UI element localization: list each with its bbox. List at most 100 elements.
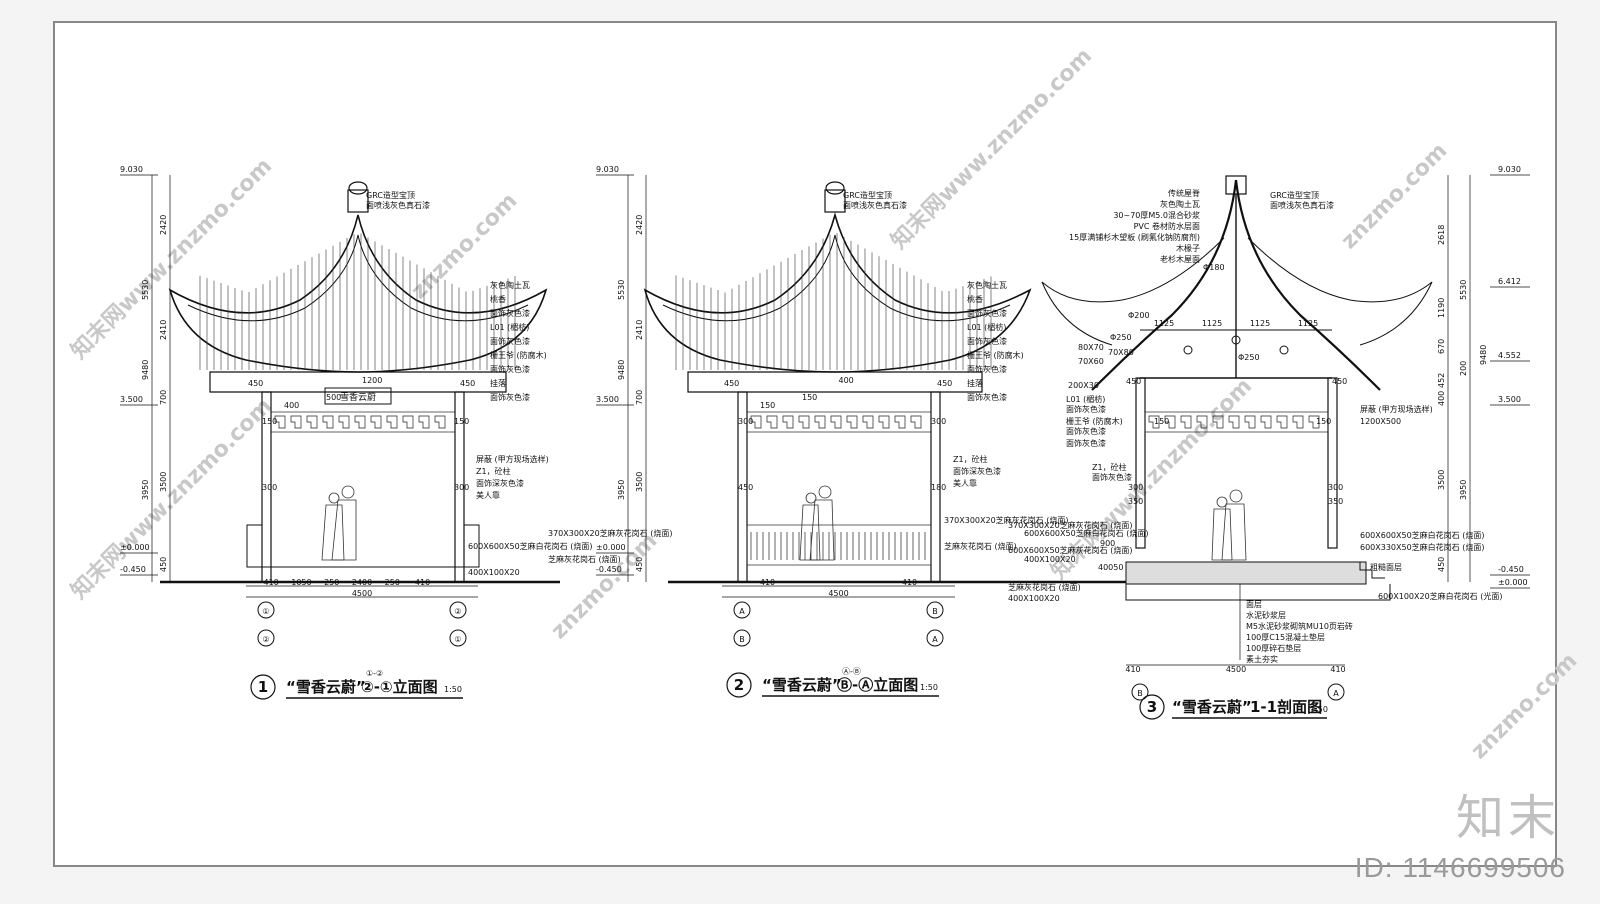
plaque (324, 387, 392, 405)
annotation-note: 面饰灰色漆 (967, 392, 1007, 402)
dimension-inner: 450 (724, 379, 739, 388)
annotation-note: 面喷浅灰色真石漆 (1270, 200, 1334, 210)
annotation-note: 600X600X50芝麻白花岗石 (烧面) (468, 541, 592, 551)
column-left (1135, 377, 1146, 549)
annotation-note: 桃香 (967, 294, 983, 304)
grid-bubble (257, 601, 275, 619)
purlin (1279, 345, 1289, 355)
annotation-note: 灰色陶土瓦 (967, 280, 1007, 290)
level-mark: 3.500 (1498, 395, 1521, 404)
finial (824, 189, 846, 213)
dimension-vertical: 670 (1437, 339, 1446, 354)
dimension-vertical: 450 (1437, 557, 1446, 572)
dimension-inner: 150 (262, 417, 277, 426)
dimension-inner: 150 (1154, 417, 1169, 426)
lattice-motif (894, 415, 906, 429)
floor-layer-note: 100厚C15混凝土垫层 (1246, 632, 1325, 642)
roof-edge-left (1041, 237, 1225, 346)
dimension-inner: Φ250 (1110, 333, 1132, 342)
beam (687, 371, 983, 393)
floor-layer-note: 水泥砂浆层 (1246, 610, 1286, 620)
elevation-1: 雪香云蔚 (160, 181, 560, 584)
purlin (1231, 335, 1241, 345)
level-mark: 9.030 (596, 165, 619, 174)
drawing-number-circle (726, 672, 752, 698)
dimension-horizontal: 1125 (1298, 319, 1318, 328)
lattice-panel (1144, 411, 1329, 433)
dimension-horizontal: 410 (760, 578, 775, 587)
roof-layer-note: 灰色陶土瓦 (1160, 199, 1200, 209)
foundation (1125, 584, 1391, 601)
roof-layer-note: 15厚满铺杉木望板 (刷氟化钠防腐剂) (1069, 232, 1200, 242)
steps (1340, 561, 1385, 579)
dimension-inner: Φ200 (1128, 311, 1150, 320)
human-figure (799, 485, 835, 561)
lattice-motif (1196, 415, 1208, 429)
roof-layer-note: 30~70厚M5.0混合砂浆 (1113, 210, 1200, 220)
dimension-inner: 150 (454, 417, 469, 426)
dimension-inner: 300 (931, 417, 946, 426)
dimension-horizontal: 410 (902, 578, 917, 587)
dimension-horizontal: 250 (324, 578, 339, 587)
grid-label: ② (262, 635, 269, 644)
dimension-horizontal: 1125 (1154, 319, 1174, 328)
dimension-inner: 450 (1126, 377, 1141, 386)
annotation-note: 粗糙面层 (1370, 562, 1402, 572)
grid-bubble (1327, 683, 1345, 701)
dimension-vertical: 3500 (635, 472, 644, 492)
elevation-2 (643, 181, 1032, 584)
dimension-inner: 350 (1128, 497, 1143, 506)
floor-layer-note: 素土夯实 (1246, 654, 1278, 664)
roof-inner (187, 234, 529, 322)
level-mark: -0.450 (1498, 565, 1524, 574)
dimension-horizontal: 410 (1330, 665, 1345, 674)
annotation-note: L01 (楣枋) (1066, 394, 1105, 404)
dimension-vertical: 3500 (159, 472, 168, 492)
drawing-number-circle (1139, 694, 1165, 720)
floor-slab (1125, 561, 1367, 585)
lattice-motif (306, 415, 318, 429)
lattice-motif (1276, 415, 1288, 429)
drawing-number: 2 (734, 676, 744, 694)
annotation-layer: 9.0303.500±0.000-0.450242055302410948070… (120, 165, 1530, 720)
lattice-motif (878, 415, 890, 429)
drawing-subtitle: ②-①立面图 (361, 678, 438, 696)
dimension-inner: 450 (937, 379, 952, 388)
annotation-note: 面饰灰色漆 (1092, 472, 1132, 482)
grid-label: A (739, 607, 745, 616)
bench-left (246, 524, 263, 568)
dimension-vertical: 450 (635, 557, 644, 572)
annotation-note: 600X600X50芝麻白花岗石 (烧面) (1024, 528, 1148, 538)
floor-layer-note: 面层 (1246, 600, 1262, 609)
annotation-note: 面喷浅灰色真石漆 (843, 200, 907, 210)
dimension-inner: 70X80 (1108, 348, 1134, 357)
grid-bubble (733, 629, 751, 647)
annotation-note: 栅王爷 (防腐木) (490, 350, 547, 360)
lattice-motif (1164, 415, 1176, 429)
image-id: ID: 1146699506 (1354, 852, 1566, 883)
drawing-number-circle (250, 674, 276, 700)
railing-frame (746, 524, 932, 566)
dimension-inner: 350 (1328, 497, 1343, 506)
dimension-vertical: 9480 (141, 360, 150, 380)
lattice-frame (270, 411, 456, 433)
lattice-frame (1144, 411, 1329, 433)
level-mark: 3.500 (596, 395, 619, 404)
dimension-inner: 400 (839, 376, 854, 385)
axis-range: Ⓐ-Ⓑ (842, 667, 861, 676)
drawing-subtitle: Ⓑ-Ⓐ立面图 (837, 676, 918, 694)
annotation-note: 面饰灰色漆 (1066, 426, 1106, 436)
annotation-note: Z1，砼柱 (953, 454, 988, 464)
roof-outline (643, 211, 1032, 373)
dimension-inner: 450 (738, 483, 753, 492)
annotation-note: 面饰灰色漆 (1066, 438, 1106, 448)
dimension-vertical: 2618 (1437, 225, 1446, 245)
lattice-motif (910, 415, 922, 429)
drawing-scale: 1:50 (1310, 705, 1328, 714)
watermark-text: znzmo.com (1467, 648, 1583, 764)
annotation-note: 600X100X20芝麻白花岗石 (光面) (1378, 591, 1502, 601)
level-mark: 9.030 (1498, 165, 1521, 174)
watermark-text: 知末网www.znzmo.com (886, 43, 1097, 254)
annotation-note: Z1，砼柱 (476, 466, 511, 476)
dimension-vertical: 200 (1459, 361, 1468, 376)
